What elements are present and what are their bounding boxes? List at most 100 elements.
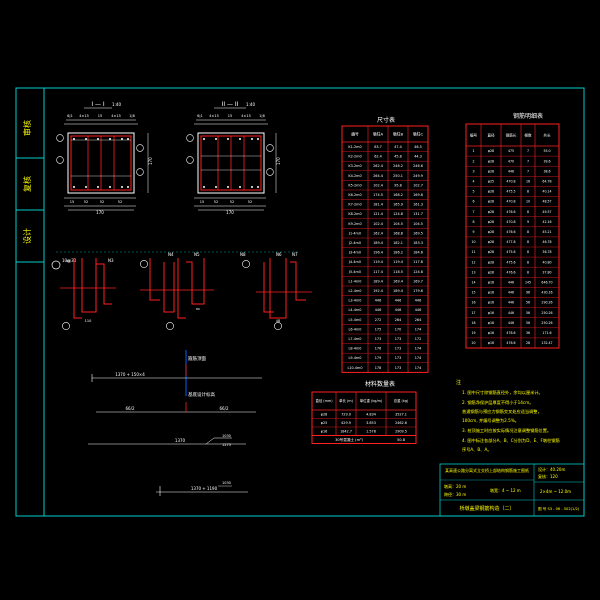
section-1-1: I — I 1:40 6|1 4×15 15 4×15 1|6 15 52 — [56, 101, 153, 215]
table-cell: 178 — [375, 366, 381, 370]
notes: 注 1. 图中尺寸除钢筋直径外，余均以厘米计。 2. 钢筋净保护层厚度不得小于1… — [456, 379, 560, 453]
table-cell: 10 — [526, 200, 530, 204]
title-project: 某高速公路分离式立交桥上部结构钢筋施工图纸 — [445, 467, 529, 473]
title-ratio-1: 墩高：20 m — [444, 483, 466, 489]
material-footer-label: 30号混凝土 (m³) — [335, 437, 363, 442]
table-cell: 1842.7 — [340, 429, 352, 433]
table-cell: φ16 — [321, 429, 328, 433]
table-cell: 1.578 — [366, 429, 376, 433]
table-cell: 2909.5 — [395, 429, 407, 433]
table-cell: 246.2 — [393, 164, 403, 168]
table-cell: 124.8 — [413, 270, 423, 274]
table-cell: 446 — [415, 308, 421, 312]
title-span: 2×4m ~ 12.0m — [540, 489, 571, 494]
note-line: 100cm, 并编号调整为2.5%。 — [462, 417, 519, 424]
table-cell: 174 — [415, 327, 421, 331]
table-cell: φ28 — [488, 220, 494, 224]
table-cell: 173 — [395, 356, 401, 360]
side-label-design: 设计 — [22, 228, 32, 244]
table-cell: 475.6 — [506, 260, 515, 264]
elevation-dim-mid-right: 66/2 — [220, 406, 229, 411]
title-code-1: 设计：40.20m — [538, 466, 565, 472]
table-cell: J2-4m0 — [348, 241, 361, 245]
table-cell: φ28 — [488, 230, 494, 234]
table-cell: φ16 — [488, 301, 494, 305]
table-cell: φ28 — [488, 250, 494, 254]
elevation-label-top: 箍筋顶面 — [188, 355, 206, 362]
table-header-cell: 直径 — [487, 132, 495, 137]
table-cell: 102.4 — [373, 183, 383, 187]
table-cell: 11 — [471, 250, 475, 254]
table-cell: 192.4 — [373, 289, 383, 293]
table-cell: 46.78 — [542, 240, 551, 244]
table-cell: 174 — [415, 347, 421, 351]
table-cell: 170 — [395, 327, 401, 331]
table-cell: φ16 — [488, 280, 494, 284]
table-cell: L9-4m0 — [349, 356, 362, 360]
table-cell: 56 — [526, 301, 530, 305]
table-cell: J3-4m0 — [348, 251, 361, 255]
table-cell: 475.6 — [506, 250, 515, 254]
material-table-title: 材料数量表 — [365, 380, 395, 388]
table-cell: 48.57 — [542, 200, 551, 204]
table-cell: 446 — [395, 308, 401, 312]
table-cell: 189.4 — [393, 289, 403, 293]
table-cell: 44.3 — [414, 155, 422, 159]
note-line: 2. 钢筋净保护层厚度不得小于14cm。 — [462, 399, 533, 406]
table-cell: φ28 — [488, 200, 494, 204]
table-cell: 10 — [471, 240, 475, 244]
bar-label-n3: N3 — [108, 258, 114, 263]
table-cell: φ16 — [488, 341, 494, 345]
table-cell: K9-2m0 — [348, 222, 361, 226]
table-cell: 169.5 — [413, 231, 423, 235]
table-cell: 117.8 — [413, 260, 423, 264]
table-cell: 4 — [472, 179, 474, 183]
table-cell: 179 — [375, 356, 381, 360]
section-2-top-dim: 1|6 — [259, 114, 265, 118]
note-line: 1. 图中尺寸除钢筋直径外，余均以厘米计。 — [462, 389, 543, 396]
table-cell: 28 — [526, 341, 530, 345]
table-cell: 290.26 — [541, 301, 552, 305]
table-cell: 102.4 — [373, 222, 383, 226]
table-cell: 272 — [375, 318, 381, 322]
table-cell: 56 — [526, 321, 530, 325]
table-cell: 162.4 — [373, 231, 383, 235]
table-cell: 446 — [375, 308, 381, 312]
table-cell: K8-2m0 — [348, 212, 361, 216]
table-cell: 729.0 — [341, 412, 351, 416]
elevation-tag-2: 1273 — [222, 443, 231, 447]
table-cell: 172 — [415, 337, 421, 341]
note-line: 序号A、B、A。 — [462, 446, 492, 453]
table-cell: 8 — [527, 190, 529, 194]
note-line: 普通钢筋与预应力钢筋交叉处应适当调整， — [462, 408, 542, 415]
section-1-bottom-dim: 52 — [100, 200, 104, 204]
table-cell: 7 — [472, 210, 474, 214]
elevation-dim-top: 1370 + 150×4 — [115, 372, 145, 377]
table-cell: K1-2m0 — [348, 145, 361, 149]
table-cell: 250.26 — [541, 321, 552, 325]
table-cell: 429.9 — [341, 421, 351, 425]
table-cell: 7 — [527, 169, 529, 173]
table-cell: 189.4 — [373, 279, 383, 283]
table-cell: 168.8 — [393, 231, 403, 235]
table-cell: 8 — [527, 230, 529, 234]
table-cell: 174.5 — [373, 193, 383, 197]
table-cell: 63.7 — [374, 145, 382, 149]
section-2-scale: 1:40 — [246, 102, 255, 107]
table-cell: 186.2 — [393, 251, 403, 255]
table-cell: 470.8 — [506, 220, 515, 224]
table-border — [465, 123, 560, 349]
table-cell: K3-2m0 — [348, 164, 361, 168]
table-cell: L5-4m0 — [349, 318, 362, 322]
table-cell: 446 — [508, 280, 514, 284]
table-cell: 7 — [527, 159, 529, 163]
table-cell: L1-4m0 — [349, 279, 362, 283]
table-cell: 477.8 — [506, 240, 515, 244]
table-cell: 189.4 — [373, 241, 383, 245]
material-footer-value: 50.8 — [397, 438, 406, 442]
table-cell: 250.1 — [393, 174, 403, 178]
table-header-cell: 直径 (mm) — [315, 398, 333, 403]
table-header-cell: 编号 — [351, 131, 359, 136]
table-header-cell: 根数 — [524, 132, 532, 137]
